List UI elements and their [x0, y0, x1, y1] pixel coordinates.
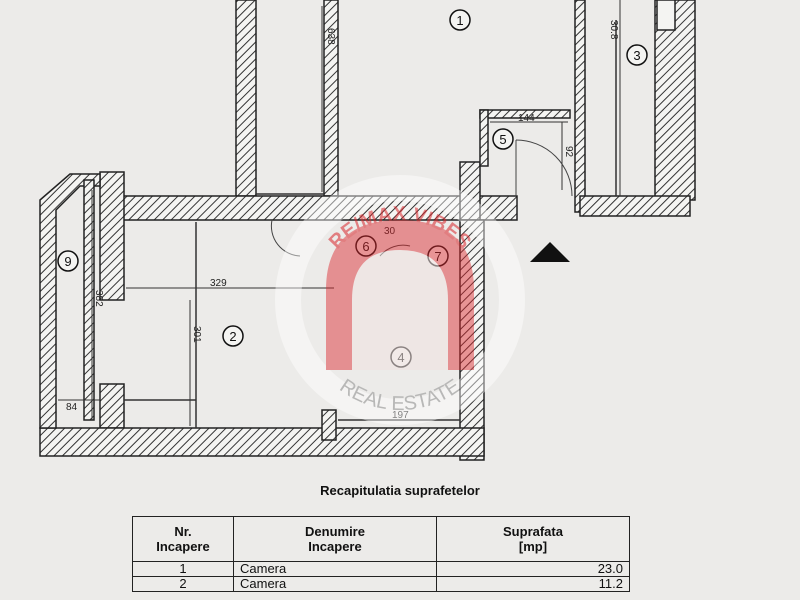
room-name-cell: Camera — [233, 576, 437, 592]
dim-382: 382 — [93, 290, 104, 307]
north-arrow-icon — [530, 242, 570, 262]
room-number-cell: 2 — [132, 576, 234, 592]
dimension-lines — [58, 6, 568, 426]
room-marker-label: 5 — [499, 132, 506, 147]
header-room-number: Nr. Incapere — [132, 516, 234, 562]
dimension-labels: 638 30.8 144 92 329 301 382 84 197 30 — [66, 20, 619, 421]
dim-84: 84 — [66, 402, 78, 413]
dim-197: 197 — [392, 410, 409, 421]
room-marker-label: 9 — [64, 254, 71, 269]
floor-plan: 638 30.8 144 92 329 301 382 84 197 30 1 … — [39, 0, 696, 461]
dim-30-8: 30.8 — [608, 20, 619, 40]
summary-caption: Recapitulatia suprafetelor — [320, 483, 480, 498]
dim-301: 301 — [191, 326, 202, 343]
dim-144: 144 — [518, 113, 535, 124]
room-marker-label: 3 — [633, 48, 640, 63]
table-row: 1 Camera 23.0 — [132, 561, 630, 577]
room-marker-label: 6 — [362, 239, 369, 254]
room-marker-2: 2 — [222, 325, 244, 347]
dim-92: 92 — [563, 146, 574, 158]
room-marker-label: 2 — [229, 329, 236, 344]
room-marker-label: 7 — [434, 249, 441, 264]
room-name-cell: Camera — [233, 561, 437, 577]
room-marker-1: 1 — [449, 9, 471, 31]
table-header-row: Nr. Incapere Denumire Incapere Suprafata… — [132, 516, 630, 562]
room-marker-9: 9 — [57, 250, 79, 272]
header-room-name: Denumire Incapere — [233, 516, 437, 562]
room-marker-label: 4 — [397, 350, 404, 365]
room-marker-4: 4 — [390, 346, 412, 368]
room-marker-6: 6 — [355, 235, 377, 257]
room-marker-5: 5 — [492, 128, 514, 150]
dim-30: 30 — [384, 226, 396, 237]
room-marker-7: 7 — [427, 245, 449, 267]
room-marker-label: 1 — [456, 13, 463, 28]
room-area-cell: 11.2 — [436, 576, 630, 592]
room-markers: 1 2 3 5 6 7 9 4 — [57, 9, 648, 368]
room-number-cell: 1 — [132, 561, 234, 577]
dim-329: 329 — [210, 278, 227, 289]
dim-638: 638 — [325, 28, 336, 45]
room-marker-3: 3 — [626, 44, 648, 66]
area-summary-table: Nr. Incapere Denumire Incapere Suprafata… — [132, 516, 630, 592]
room-area-cell: 23.0 — [436, 561, 630, 577]
door-swings — [270, 139, 573, 257]
walls — [39, 0, 696, 461]
header-area: Suprafata [mp] — [436, 516, 630, 562]
table-row: 2 Camera 11.2 — [132, 576, 630, 592]
watermark: RE/MAX VIBES REAL ESTATE — [275, 175, 525, 425]
